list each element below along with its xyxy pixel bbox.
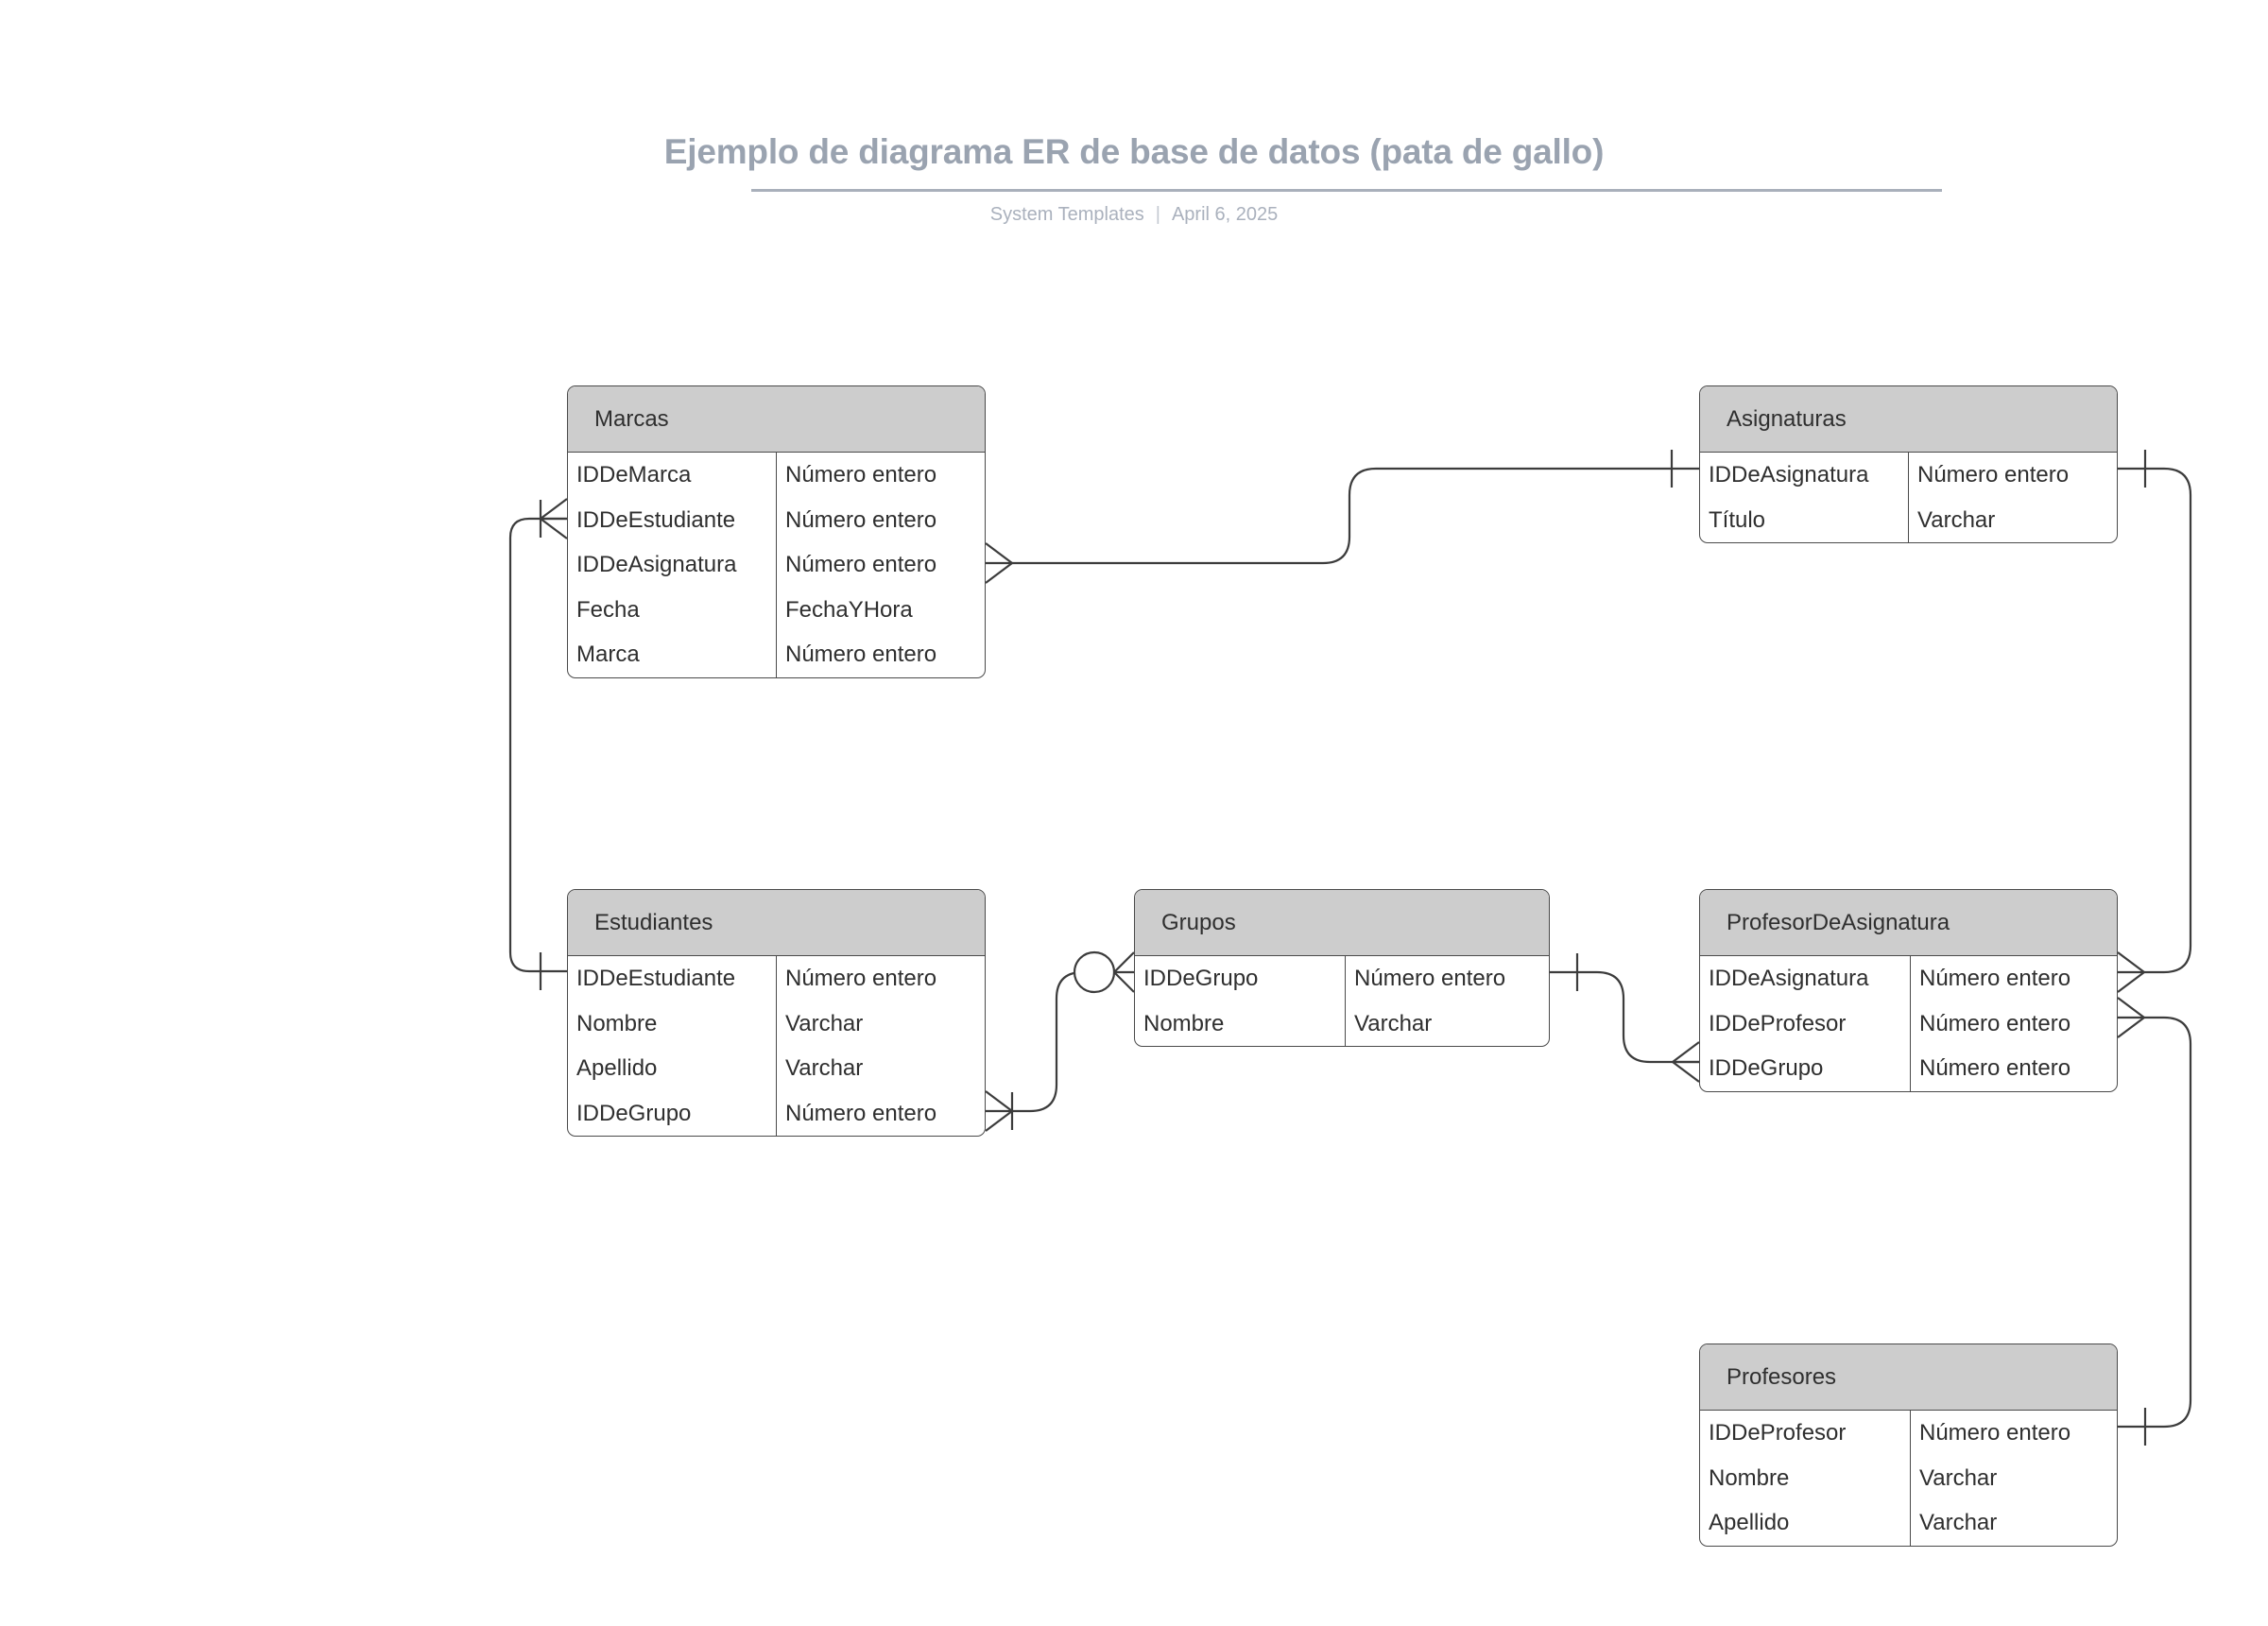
connector-marcas-asignaturas [985, 450, 1699, 584]
table-row[interactable]: IDDeMarca Número entero [568, 453, 985, 498]
table-row[interactable]: Marca Número entero [568, 632, 985, 677]
field-type: Número entero [1910, 956, 2117, 1001]
field-name: IDDeGrupo [576, 1100, 692, 1126]
entity-asignaturas[interactable]: Asignaturas IDDeAsignatura Número entero… [1699, 385, 2118, 543]
title-divider [751, 189, 1942, 192]
field-name: IDDeGrupo [1709, 1055, 1824, 1081]
field-type: Número entero [776, 632, 985, 677]
field-type: Número entero [776, 1090, 985, 1136]
field-name: Fecha [576, 596, 640, 623]
document-author: System Templates [989, 204, 1144, 225]
field-name: IDDeAsignatura [576, 552, 737, 577]
table-row[interactable]: Nombre Varchar [568, 1001, 985, 1046]
connector-grupos-profesordeasignatura [1550, 953, 1700, 1083]
field-name: IDDeAsignatura [1709, 462, 1869, 488]
entity-estudiantes-fields: IDDeEstudiante Número entero Nombre Varc… [568, 956, 985, 1136]
connector-profesordeasignatura-profesores [2117, 997, 2192, 1446]
table-row[interactable]: Nombre Varchar [1700, 1455, 2117, 1500]
table-row[interactable]: IDDeAsignatura Número entero [1700, 453, 2117, 498]
field-name: Nombre [1709, 1464, 1790, 1491]
field-type: Número entero [1910, 1001, 2117, 1046]
field-name: Marca [576, 642, 640, 667]
entity-grupos[interactable]: Grupos IDDeGrupo Número entero Nombre Va… [1134, 889, 1550, 1047]
field-name: IDDeEstudiante [576, 966, 736, 991]
table-row[interactable]: IDDeAsignatura Número entero [568, 542, 985, 588]
field-type: Número entero [1345, 956, 1549, 1001]
entity-asignaturas-fields: IDDeAsignatura Número entero Título Varc… [1700, 453, 2117, 542]
field-name: IDDeAsignatura [1709, 966, 1869, 991]
document-header: Ejemplo de diagrama ER de base de datos … [0, 0, 2268, 246]
document-date: April 6, 2025 [1171, 204, 1279, 225]
field-type: Número entero [1908, 453, 2117, 498]
field-type: FechaYHora [776, 587, 985, 632]
field-type: Varchar [1345, 1001, 1549, 1046]
table-row[interactable]: Apellido Varchar [568, 1046, 985, 1091]
field-name: IDDeMarca [576, 462, 692, 488]
field-type: Varchar [776, 1046, 985, 1091]
field-name: IDDeEstudiante [576, 506, 736, 533]
field-type: Varchar [1910, 1455, 2117, 1500]
table-row[interactable]: IDDeEstudiante Número entero [568, 497, 985, 542]
field-name: Nombre [576, 1010, 658, 1036]
table-row[interactable]: IDDeEstudiante Número entero [568, 956, 985, 1001]
field-type: Número entero [1910, 1411, 2117, 1456]
field-type: Varchar [776, 1001, 985, 1046]
table-row[interactable]: IDDeGrupo Número entero [568, 1090, 985, 1136]
field-type: Número entero [776, 497, 985, 542]
connector-estudiantes-grupos [985, 950, 1135, 1132]
table-row[interactable]: IDDeAsignatura Número entero [1700, 956, 2117, 1001]
field-name: IDDeProfesor [1709, 1010, 1847, 1036]
entity-grupos-fields: IDDeGrupo Número entero Nombre Varchar [1135, 956, 1549, 1046]
subtitle-separator: | [1155, 204, 1160, 225]
entity-marcas-fields: IDDeMarca Número entero IDDeEstudiante N… [568, 453, 985, 677]
table-row[interactable]: IDDeGrupo Número entero [1700, 1046, 2117, 1091]
table-row[interactable]: Nombre Varchar [1135, 1001, 1549, 1046]
connector-marcas-estudiantes [508, 498, 568, 990]
field-name: Apellido [576, 1055, 658, 1081]
entity-estudiantes[interactable]: Estudiantes IDDeEstudiante Número entero… [567, 889, 986, 1137]
entity-profesordeasignatura[interactable]: ProfesorDeAsignatura IDDeAsignatura Núme… [1699, 889, 2118, 1092]
entity-profesores[interactable]: Profesores IDDeProfesor Número entero No… [1699, 1344, 2118, 1547]
field-name: IDDeProfesor [1709, 1420, 1847, 1446]
page-title: Ejemplo de diagrama ER de base de datos … [663, 132, 1605, 171]
entity-asignaturas-title: Asignaturas [1700, 386, 2117, 453]
field-type: Número entero [1910, 1046, 2117, 1091]
connector-asignaturas-profesordeasignatura [2117, 450, 2192, 993]
table-row[interactable]: Título Varchar [1700, 497, 2117, 542]
table-row[interactable]: IDDeProfesor Número entero [1700, 1411, 2117, 1456]
entity-marcas-title: Marcas [568, 386, 985, 453]
entity-grupos-title: Grupos [1135, 890, 1549, 956]
entity-profesordeasignatura-fields: IDDeAsignatura Número entero IDDeProfeso… [1700, 956, 2117, 1091]
entity-marcas[interactable]: Marcas IDDeMarca Número entero IDDeEstud… [567, 385, 986, 678]
document-subtitle: System Templates | April 6, 2025 [0, 204, 2268, 226]
entity-profesordeasignatura-title: ProfesorDeAsignatura [1700, 890, 2117, 956]
table-row[interactable]: IDDeGrupo Número entero [1135, 956, 1549, 1001]
field-name: Título [1709, 506, 1766, 533]
table-row[interactable]: Apellido Varchar [1700, 1500, 2117, 1546]
entity-estudiantes-title: Estudiantes [568, 890, 985, 956]
field-type: Varchar [1908, 497, 2117, 542]
field-type: Varchar [1910, 1500, 2117, 1546]
entity-profesores-fields: IDDeProfesor Número entero Nombre Varcha… [1700, 1411, 2117, 1546]
table-row[interactable]: Fecha FechaYHora [568, 587, 985, 632]
field-name: Apellido [1709, 1510, 1790, 1535]
field-type: Número entero [776, 453, 985, 498]
field-type: Número entero [776, 956, 985, 1001]
entity-profesores-title: Profesores [1700, 1344, 2117, 1411]
table-row[interactable]: IDDeProfesor Número entero [1700, 1001, 2117, 1046]
field-name: Nombre [1143, 1010, 1225, 1036]
field-type: Número entero [776, 542, 985, 588]
field-name: IDDeGrupo [1143, 966, 1259, 991]
